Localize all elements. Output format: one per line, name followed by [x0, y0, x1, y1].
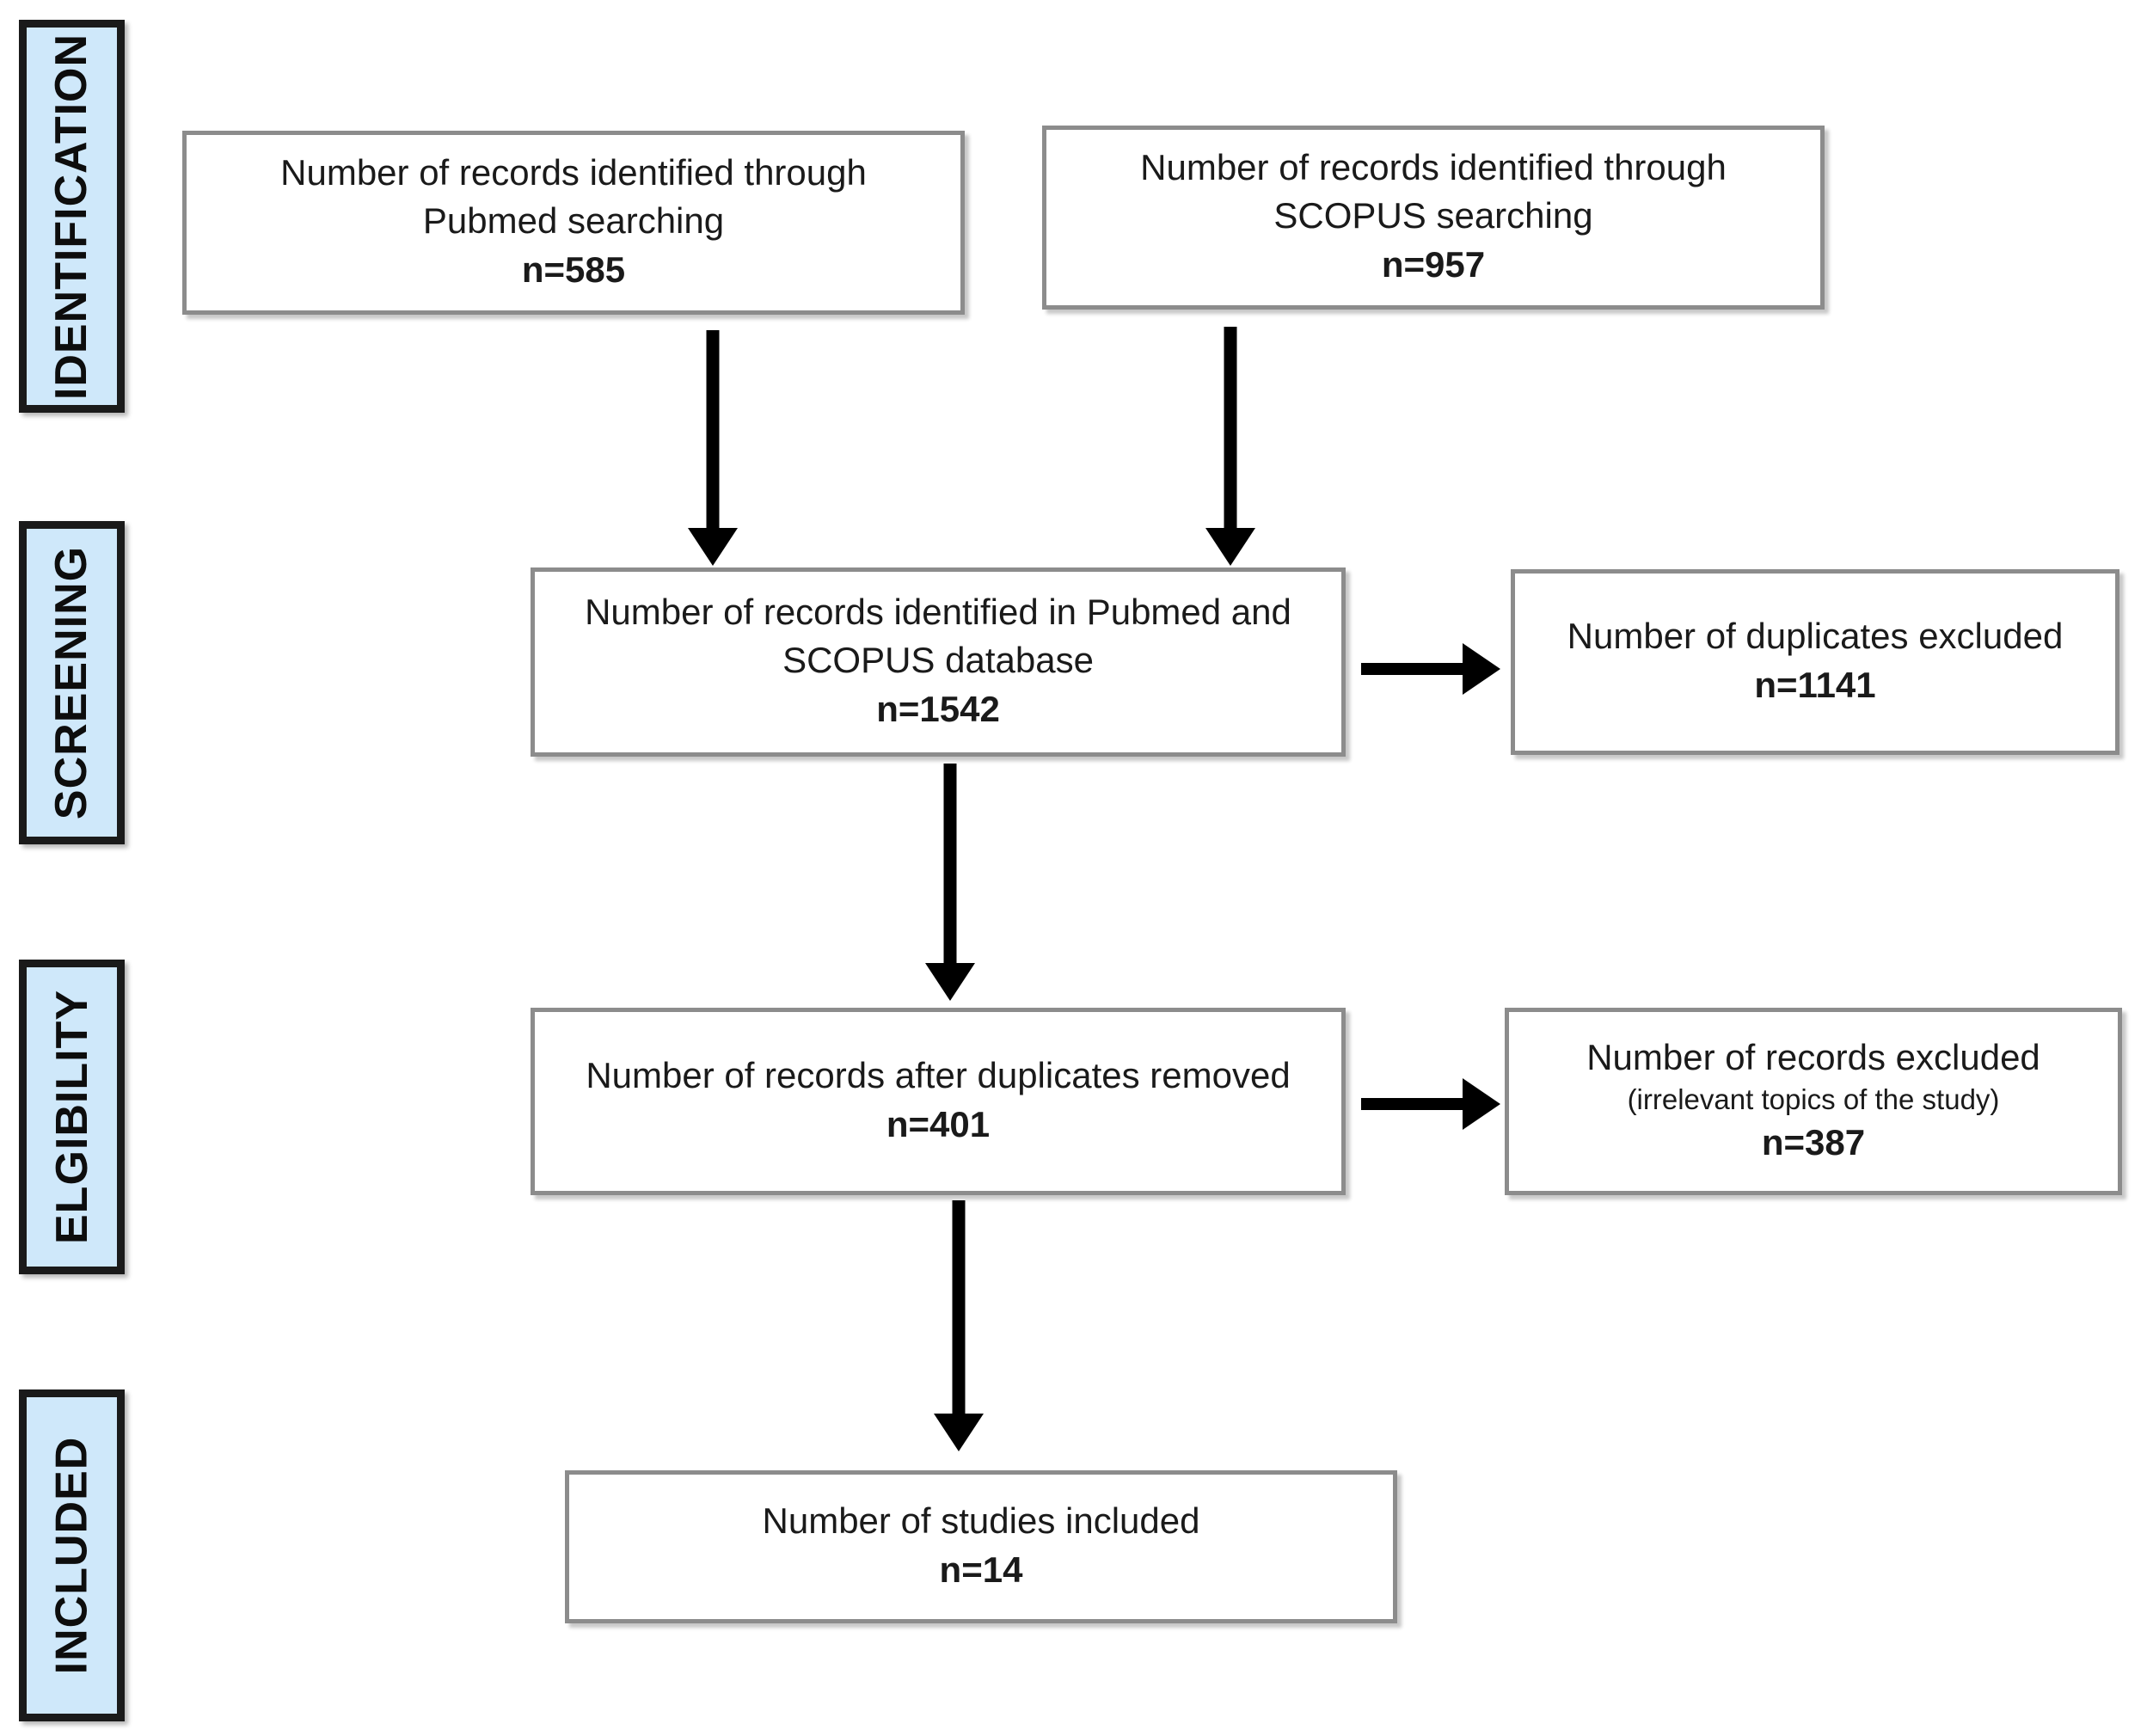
box-combined-records-line1: Number of records identified in Pubmed a…: [585, 592, 1291, 633]
arrow-combined-to-after-duplicates: [925, 764, 975, 1001]
stage-label-eligibility-text: ELGIBILITY: [46, 990, 97, 1244]
arrow-combined-to-duplicates-head: [1463, 643, 1500, 695]
arrow-after-duplicates-to-included-head: [934, 1414, 984, 1451]
box-studies-included-line1: Number of studies included: [762, 1500, 1200, 1541]
box-studies-included: Number of studies included n=14: [565, 1470, 1397, 1623]
box-scopus-records-count: n=957: [1381, 243, 1486, 285]
arrow-scopus-to-combined-shaft: [1224, 327, 1237, 530]
arrow-scopus-to-combined-head: [1205, 528, 1255, 566]
box-duplicates-excluded-count: n=1141: [1754, 665, 1876, 706]
box-combined-records-count: n=1542: [876, 688, 1000, 729]
arrow-pubmed-to-combined: [688, 330, 738, 566]
box-records-excluded-count: n=387: [1761, 1121, 1866, 1162]
arrow-combined-to-duplicates: [1361, 643, 1500, 695]
arrow-combined-to-after-duplicates-head: [925, 963, 975, 1001]
stage-label-included: INCLUDED: [19, 1389, 125, 1721]
box-records-excluded: Number of records excluded (irrelevant t…: [1505, 1008, 2122, 1195]
box-scopus-records-line2: SCOPUS searching: [1273, 194, 1593, 236]
box-pubmed-records: Number of records identified through Pub…: [182, 131, 965, 315]
stage-label-included-text: INCLUDED: [46, 1436, 97, 1675]
box-records-excluded-line2: (irrelevant topics of the study): [1627, 1083, 2000, 1115]
box-scopus-records-line1: Number of records identified through: [1140, 147, 1727, 188]
arrow-after-duplicates-to-included: [934, 1200, 984, 1451]
arrow-scopus-to-combined: [1205, 327, 1255, 566]
box-studies-included-count: n=14: [939, 1549, 1023, 1591]
box-combined-records-line2: SCOPUS database: [782, 639, 1094, 680]
box-after-duplicates-removed: Number of records after duplicates remov…: [531, 1008, 1346, 1195]
arrow-after-duplicates-to-excluded-shaft: [1361, 1098, 1464, 1110]
box-duplicates-excluded: Number of duplicates excluded n=1141: [1511, 569, 2119, 755]
box-combined-records: Number of records identified in Pubmed a…: [531, 567, 1346, 757]
box-pubmed-records-line1: Number of records identified through: [280, 152, 867, 193]
box-scopus-records: Number of records identified through SCO…: [1042, 126, 1825, 310]
box-pubmed-records-count: n=585: [521, 248, 626, 290]
box-pubmed-records-line2: Pubmed searching: [422, 199, 725, 241]
arrow-combined-to-after-duplicates-shaft: [943, 764, 957, 965]
arrow-after-duplicates-to-excluded: [1361, 1078, 1500, 1130]
stage-label-screening-text: SCREENING: [46, 545, 97, 820]
arrow-after-duplicates-to-excluded-head: [1463, 1078, 1500, 1130]
box-records-excluded-line1: Number of records excluded: [1586, 1037, 2040, 1078]
arrow-combined-to-duplicates-shaft: [1361, 663, 1464, 675]
box-duplicates-excluded-line1: Number of duplicates excluded: [1567, 615, 2064, 656]
arrow-after-duplicates-to-included-shaft: [952, 1200, 966, 1415]
stage-label-identification: IDENTIFICATION: [19, 20, 125, 413]
box-after-duplicates-removed-count: n=401: [886, 1104, 991, 1145]
stage-label-identification-text: IDENTIFICATION: [46, 33, 97, 400]
box-after-duplicates-removed-line1: Number of records after duplicates remov…: [586, 1054, 1291, 1095]
stage-label-eligibility: ELGIBILITY: [19, 960, 125, 1274]
arrow-pubmed-to-combined-head: [688, 528, 738, 566]
arrow-pubmed-to-combined-shaft: [706, 330, 720, 530]
stage-label-screening: SCREENING: [19, 521, 125, 844]
